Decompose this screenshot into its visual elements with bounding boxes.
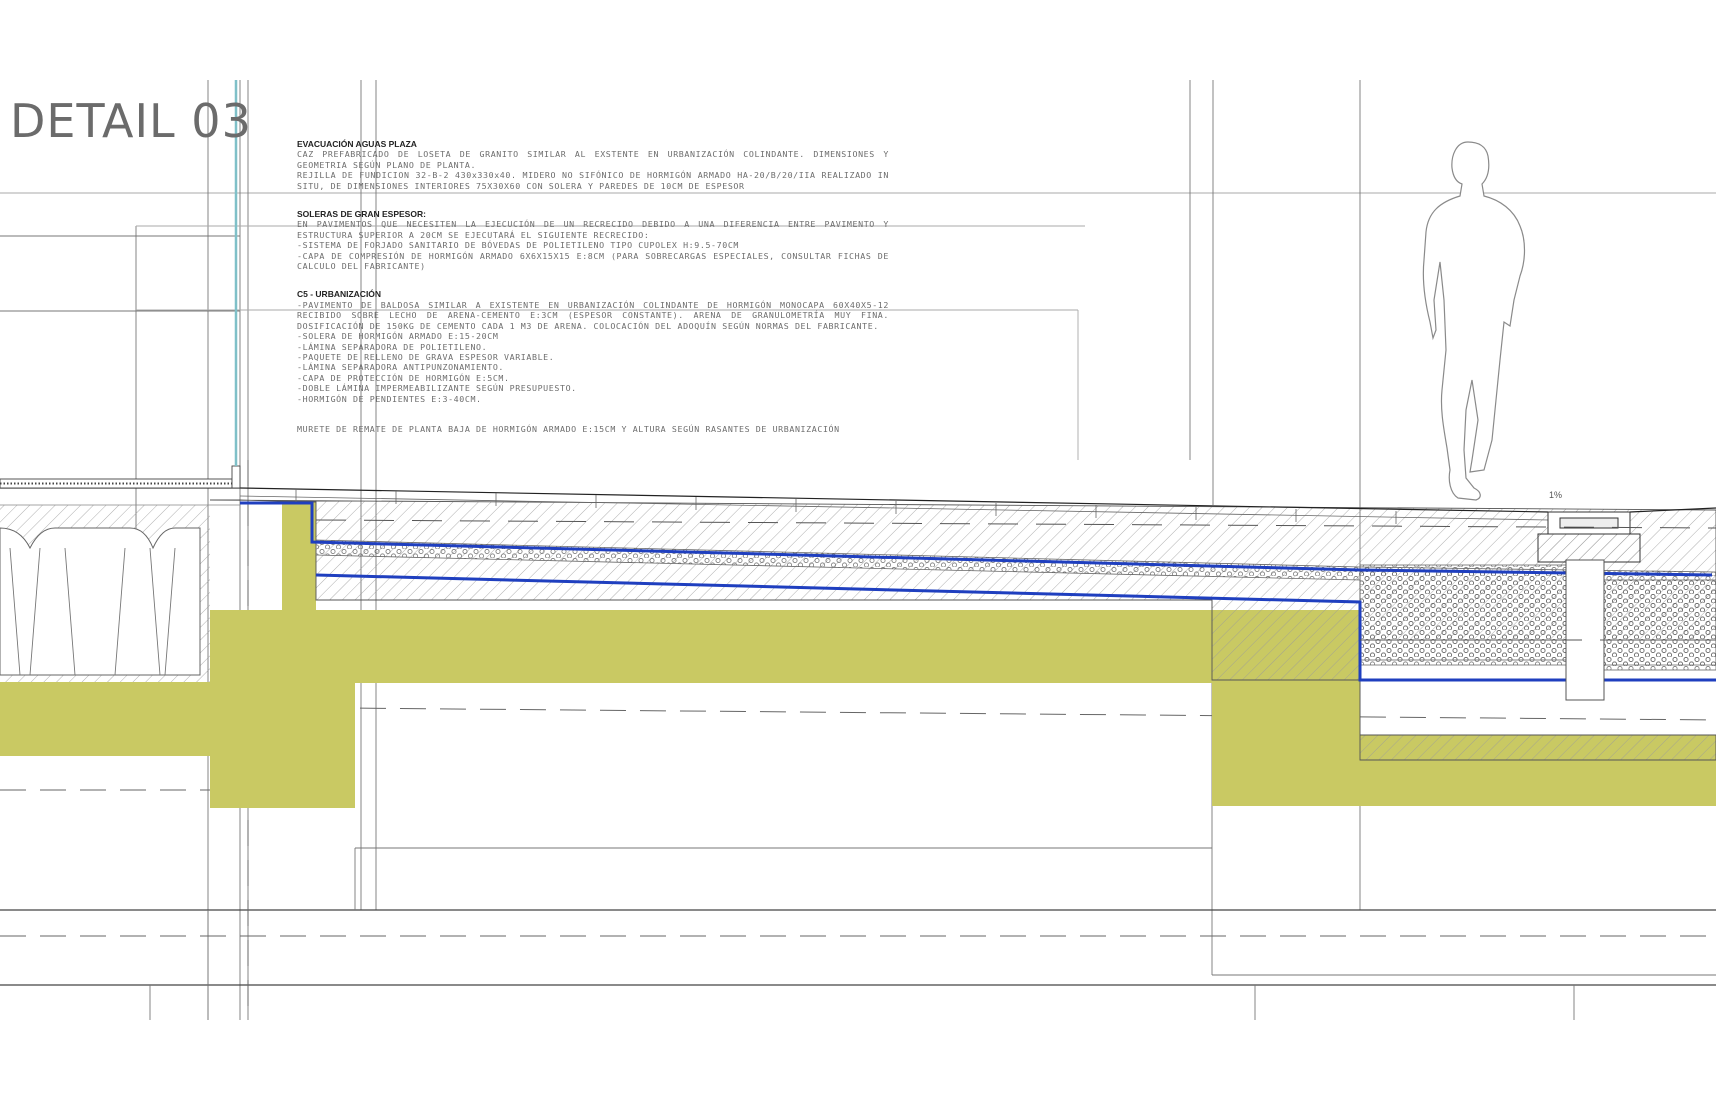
paving-tile-joints — [295, 489, 1397, 524]
person-silhouette-icon — [1422, 141, 1526, 501]
drain-channel — [1537, 511, 1641, 701]
layer-dashes — [315, 519, 1716, 641]
note-section-urbanizacion: C5 - URBANIZACIÓN -PAVIMENTO DE BALDOSA … — [297, 289, 889, 403]
slope-label: 1% — [1549, 490, 1563, 500]
note-heading: SOLERAS DE GRAN ESPESOR: — [297, 209, 426, 220]
note-section-soleras: SOLERAS DE GRAN ESPESOR: EN PAVIMENTOS Q… — [297, 209, 889, 271]
detail-title: DETAIL 03 — [10, 94, 252, 148]
note-body: EN PAVIMENTOS QUE NECESITEN LA EJECUCIÓN… — [297, 219, 889, 272]
waterproof-membrane — [240, 501, 1716, 682]
note-section-murete: MURETE DE REMATE DE PLANTA BAJA DE HORMI… — [297, 424, 889, 434]
note-section-drainage: EVACUACIÓN AGUAS PLAZA CAZ PREFABRICADO … — [297, 139, 889, 191]
existing-pavement-left — [0, 465, 241, 489]
note-body: -PAVIMENTO DE BALDOSA SIMILAR A EXISTENT… — [297, 299, 889, 404]
note-heading: EVACUACIÓN AGUAS PLAZA — [297, 139, 417, 149]
note-heading: C5 - URBANIZACIÓN — [297, 289, 382, 300]
note-body: MURETE DE REMATE DE PLANTA BAJA DE HORMI… — [297, 423, 840, 434]
note-body: CAZ PREFABRICADO DE LOSETA DE GRANITO SI… — [297, 149, 889, 191]
construction-notes: EVACUACIÓN AGUAS PLAZA CAZ PREFABRICADO … — [297, 139, 889, 434]
cupolex-formwork — [0, 505, 210, 682]
